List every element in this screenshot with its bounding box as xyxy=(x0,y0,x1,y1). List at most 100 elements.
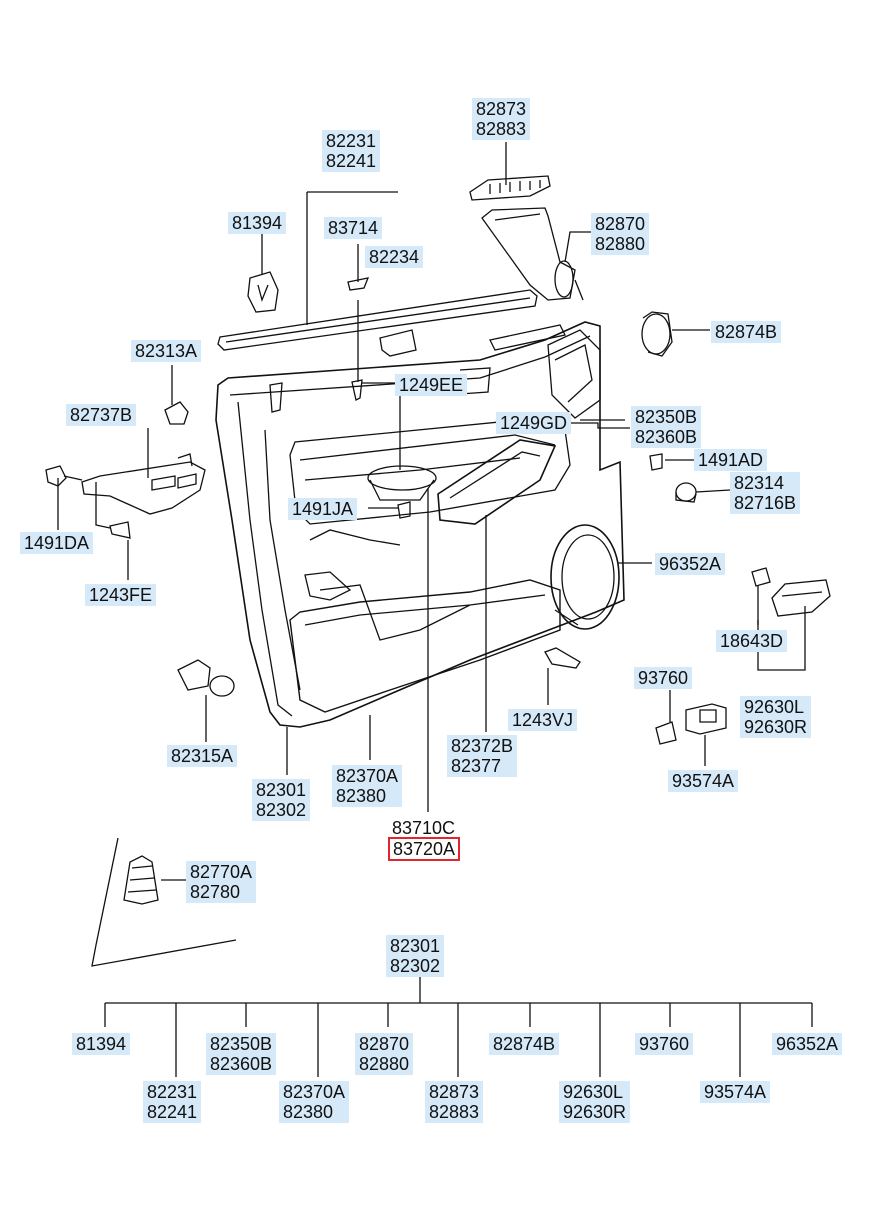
part-number: 1491DA xyxy=(24,533,90,553)
part-number: 82716B xyxy=(734,493,797,513)
bracket-82737b-drawing xyxy=(82,454,205,514)
part-number: 82313A xyxy=(135,341,198,361)
screw-1243fe-drawing xyxy=(110,522,130,538)
label-1491da: 1491DA xyxy=(20,532,94,554)
part-number: 93574A xyxy=(704,1082,767,1102)
part-number: 96352A xyxy=(659,554,722,574)
part-number: 83720A xyxy=(393,839,456,859)
part-number: 93760 xyxy=(639,1034,690,1054)
part-number: 82350B xyxy=(635,407,698,427)
part-number: 82302 xyxy=(256,800,307,820)
inside-handle-drawing xyxy=(368,466,436,500)
label-83714: 83714 xyxy=(324,217,383,239)
part-number: 92630R xyxy=(563,1102,627,1122)
part-number: 82770A xyxy=(190,862,253,882)
part-number: 81394 xyxy=(76,1034,127,1054)
bulb-18643d-drawing xyxy=(752,568,770,586)
part-number: 82315A xyxy=(171,746,234,766)
part-number: 82301 xyxy=(256,780,307,800)
part-number: 82737B xyxy=(70,405,133,425)
part-number: 82870 xyxy=(359,1034,410,1054)
part-number: 82241 xyxy=(326,151,377,171)
part-number: 82302 xyxy=(390,956,441,976)
part-number: 18643D xyxy=(720,631,784,651)
part-number: 82314 xyxy=(734,473,785,493)
part-number: 82880 xyxy=(359,1054,410,1074)
label-82874b: 82874B xyxy=(711,321,782,343)
part-number: 92630L xyxy=(744,697,805,717)
part-number: 82301 xyxy=(390,936,441,956)
part-number: 82241 xyxy=(147,1102,198,1122)
clip-81394-drawing xyxy=(248,272,278,312)
clip-1491da-drawing xyxy=(46,466,66,486)
clip-1491ja-drawing xyxy=(398,502,410,518)
label-1243fe: 1243FE xyxy=(85,584,157,606)
plug-82314-drawing xyxy=(676,483,696,502)
label-82234: 82234 xyxy=(365,246,424,268)
part-number: 82370A xyxy=(336,766,399,786)
part-number: 93760 xyxy=(638,668,689,688)
tree-93574a: 93574A xyxy=(700,1081,771,1103)
part-number: 82350B xyxy=(210,1034,273,1054)
leader-lines xyxy=(58,142,805,880)
label-82315a: 82315A xyxy=(167,745,238,767)
part-number: 82360B xyxy=(210,1054,273,1074)
part-number: 92630R xyxy=(744,717,808,737)
part-number: 96352A xyxy=(776,1034,839,1054)
part-number: 82873 xyxy=(476,99,527,119)
label-1491ad: 1491AD xyxy=(694,449,768,471)
label-93574a: 93574A xyxy=(668,770,739,792)
part-number: 1243VJ xyxy=(512,710,574,730)
part-number: 82231 xyxy=(326,131,377,151)
tweeter-housing-drawing xyxy=(482,208,575,300)
part-number: 82883 xyxy=(429,1102,480,1122)
part-number: 81394 xyxy=(232,213,283,233)
label-18643d: 18643D xyxy=(716,630,788,652)
part-number: 82780 xyxy=(190,882,241,902)
part-number: 1243FE xyxy=(89,585,153,605)
label-83720a-highlighted[interactable]: 83720A xyxy=(388,837,461,861)
part-number: 1249EE xyxy=(399,375,464,395)
tree-82874b: 82874B xyxy=(489,1033,560,1055)
clip-82315a-drawing xyxy=(178,660,234,696)
clip-1491ad-drawing xyxy=(650,454,662,470)
switch-93574a-drawing xyxy=(686,704,726,734)
grommet-82874b-drawing xyxy=(642,312,672,356)
part-number: 82874B xyxy=(493,1034,556,1054)
part-number: 82870 xyxy=(595,214,646,234)
screw-1249ee-drawing xyxy=(352,380,362,400)
switch-panel-drawing xyxy=(438,440,555,524)
part-number: 92630L xyxy=(563,1082,624,1102)
part-number: 1491JA xyxy=(292,499,354,519)
part-number: 83710C xyxy=(392,818,456,838)
part-number: 83714 xyxy=(328,218,379,238)
label-1249ee: 1249EE xyxy=(395,374,468,396)
tree-93760: 93760 xyxy=(635,1033,694,1055)
part-number: 1491AD xyxy=(698,450,764,470)
part-number: 82874B xyxy=(715,322,778,342)
door-trim-panel-drawing xyxy=(216,322,624,727)
bracket-82234-drawing xyxy=(380,330,416,356)
label-96352a: 96352A xyxy=(655,553,726,575)
part-number: 82880 xyxy=(595,234,646,254)
part-number: 82360B xyxy=(635,427,698,447)
clip-82313a-drawing xyxy=(165,402,188,424)
label-82313a: 82313A xyxy=(131,340,202,362)
clip-83714-drawing xyxy=(348,278,368,290)
